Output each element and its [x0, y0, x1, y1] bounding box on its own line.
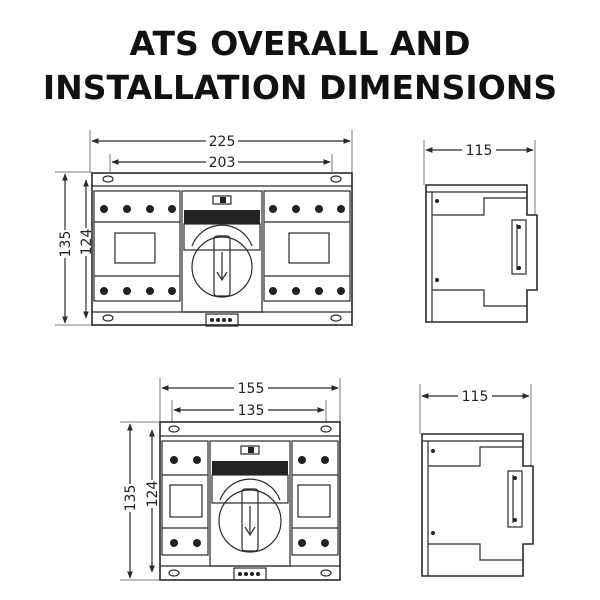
diagram-title: ATS OVERALL AND INSTALLATION DIMENSIONS	[0, 22, 600, 110]
top-front-view: 225 203 135 124	[55, 130, 353, 327]
bottom-overall-height-label: 135	[123, 485, 139, 512]
bottom-depth-label: 115	[462, 389, 489, 405]
top-overall-height-label: 135	[58, 231, 74, 258]
top-depth-label: 115	[466, 143, 493, 159]
top-mount-width-label: 203	[209, 155, 236, 171]
bottom-overall-width-label: 155	[238, 381, 265, 397]
bottom-front-view: 155 135 135 124	[120, 378, 341, 581]
top-side-view: 115	[423, 140, 538, 323]
top-mount-height-label: 124	[79, 229, 95, 256]
bottom-side-view: 115	[419, 384, 534, 577]
top-overall-width-label: 225	[209, 134, 236, 150]
bottom-mount-width-label: 135	[238, 403, 265, 419]
bottom-mount-height-label: 124	[145, 481, 161, 508]
title-line-2: INSTALLATION DIMENSIONS	[42, 68, 558, 107]
title-line-1: ATS OVERALL AND	[129, 24, 471, 63]
